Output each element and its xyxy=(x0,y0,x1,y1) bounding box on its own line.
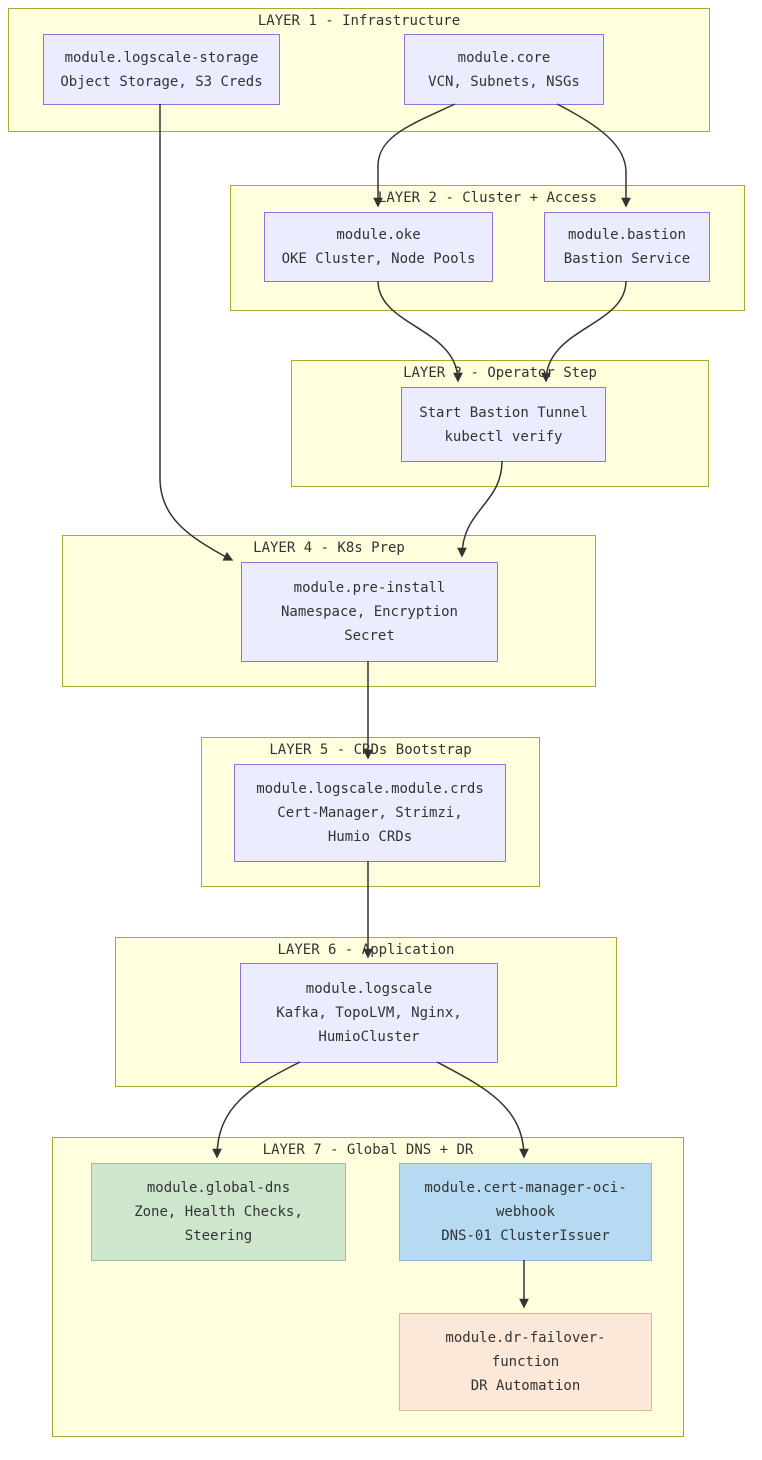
node-module-global-dns: module.global-dns Zone, Health Checks, S… xyxy=(91,1163,346,1261)
node-line: module.global-dns xyxy=(146,1180,291,1196)
node-line: function xyxy=(491,1354,560,1370)
node-module-logscale-storage: module.logscale-storage Object Storage, … xyxy=(43,34,280,105)
node-module-bastion: module.bastion Bastion Service xyxy=(544,212,710,282)
layer-3-operator-step: LAYER 3 - Operator Step Start Bastion Tu… xyxy=(291,360,709,487)
node-line: module.core xyxy=(457,49,551,66)
layer-2-cluster-access: LAYER 2 - Cluster + Access module.oke OK… xyxy=(230,185,745,311)
layer-7-title: LAYER 7 - Global DNS + DR xyxy=(262,1142,474,1158)
layer-2-title: LAYER 2 - Cluster + Access xyxy=(377,190,598,206)
node-line: Bastion Service xyxy=(563,251,691,267)
node-line: webhook xyxy=(495,1204,555,1220)
node-line: module.dr-failover- xyxy=(445,1330,606,1346)
node-line: Namespace, Encryption xyxy=(280,604,458,620)
node-line: module.logscale-storage xyxy=(64,49,259,66)
node-module-cert-manager-oci-webhook: module.cert-manager-oci- webhook DNS-01 … xyxy=(399,1163,652,1261)
layer-1-title: LAYER 1 - Infrastructure xyxy=(257,13,461,29)
layer-1-infrastructure: LAYER 1 - Infrastructure module.logscale… xyxy=(8,8,710,132)
node-module-pre-install: module.pre-install Namespace, Encryption… xyxy=(241,562,498,662)
node-line: module.oke xyxy=(336,227,421,243)
node-start-bastion-tunnel: Start Bastion Tunnel kubectl verify xyxy=(401,387,606,462)
layer-5-crds-bootstrap: LAYER 5 - CRDs Bootstrap module.logscale… xyxy=(201,737,540,887)
node-line: Kafka, TopoLVM, Nginx, xyxy=(276,1005,462,1021)
node-line: DNS-01 ClusterIssuer xyxy=(441,1228,610,1244)
node-line: module.bastion xyxy=(567,227,686,243)
node-line: kubectl verify xyxy=(444,428,563,445)
node-module-oke: module.oke OKE Cluster, Node Pools xyxy=(264,212,493,282)
node-line: Cert-Manager, Strimzi, xyxy=(277,805,463,821)
node-line: Zone, Health Checks, xyxy=(134,1204,303,1220)
layer-4-title: LAYER 4 - K8s Prep xyxy=(253,540,405,556)
layer-6-title: LAYER 6 - Application xyxy=(277,942,455,958)
node-line: module.logscale.module.crds xyxy=(256,781,484,797)
node-module-logscale: module.logscale Kafka, TopoLVM, Nginx, H… xyxy=(240,963,498,1063)
node-line: Start Bastion Tunnel xyxy=(419,404,588,421)
node-line: Humio CRDs xyxy=(327,829,413,845)
edge-storage-to-preinstall xyxy=(159,104,234,561)
layer-6-application: LAYER 6 - Application module.logscale Ka… xyxy=(115,937,617,1087)
node-line: module.logscale xyxy=(305,981,433,997)
node-line: Steering xyxy=(184,1228,253,1244)
node-line: OKE Cluster, Node Pools xyxy=(281,251,476,267)
node-module-logscale-crds: module.logscale.module.crds Cert-Manager… xyxy=(234,764,506,862)
node-line: Secret xyxy=(344,628,395,644)
layer-5-title: LAYER 5 - CRDs Bootstrap xyxy=(269,742,472,758)
node-line: module.cert-manager-oci- xyxy=(424,1180,627,1196)
node-line: module.pre-install xyxy=(293,580,446,596)
node-module-core: module.core VCN, Subnets, NSGs xyxy=(404,34,604,105)
layer-7-global-dns-dr: LAYER 7 - Global DNS + DR module.global-… xyxy=(52,1137,684,1437)
node-line: DR Automation xyxy=(470,1378,581,1394)
node-line: Object Storage, S3 Creds xyxy=(60,73,263,90)
layer-3-title: LAYER 3 - Operator Step xyxy=(403,365,597,381)
node-line: HumioCluster xyxy=(318,1029,420,1045)
layer-4-k8s-prep: LAYER 4 - K8s Prep module.pre-install Na… xyxy=(62,535,596,687)
node-line: VCN, Subnets, NSGs xyxy=(428,73,580,90)
node-module-dr-failover-function: module.dr-failover- function DR Automati… xyxy=(399,1313,652,1411)
